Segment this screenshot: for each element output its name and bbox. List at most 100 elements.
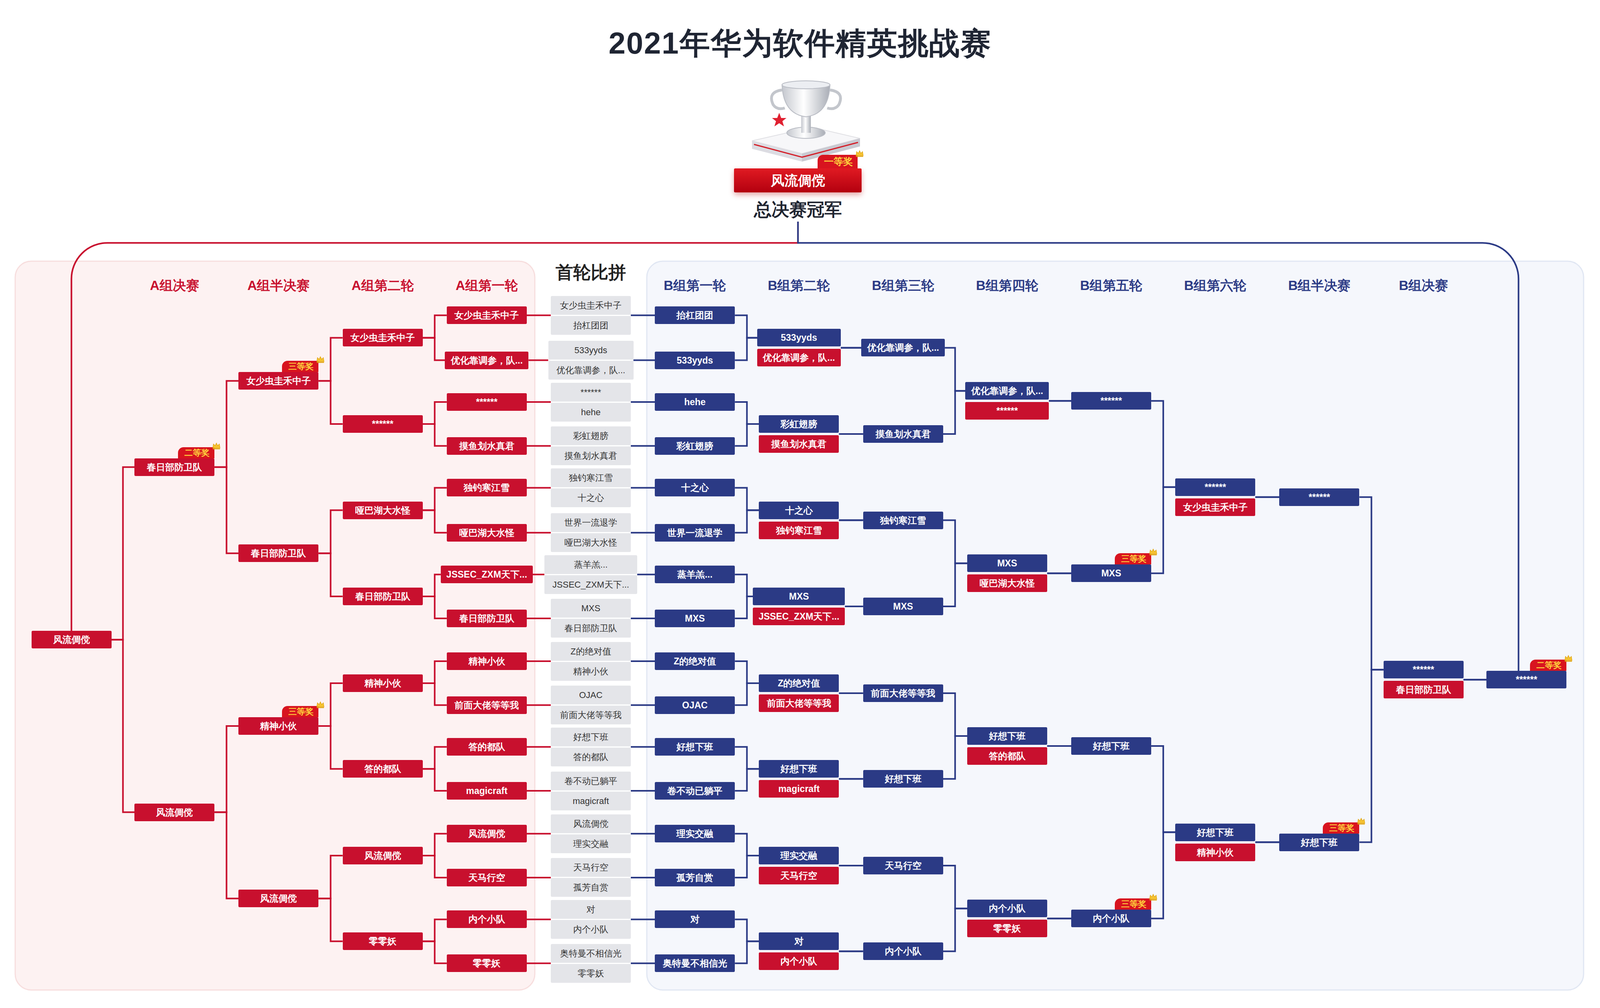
pairing-box: 好想下班答的都队 xyxy=(550,727,631,767)
match-box: magicraft xyxy=(758,780,839,798)
team-name: MXS xyxy=(789,587,810,606)
match-box: 风流倜傥 xyxy=(134,803,215,822)
match-box: 533yyds xyxy=(654,351,735,370)
crown-icon xyxy=(316,701,325,709)
bracket-line xyxy=(526,918,551,920)
team-name: JSSEC_ZXM天下... xyxy=(758,607,840,626)
bracket-line xyxy=(318,553,343,597)
match-box: 精神小伙 xyxy=(446,652,527,670)
bracket-line xyxy=(526,660,551,662)
match-box: 三等奖好想下班 xyxy=(1279,833,1360,852)
match-box: 答的都队 xyxy=(342,760,423,778)
bracket-line xyxy=(422,661,447,684)
match-box: 前面大佬等等我 xyxy=(758,694,839,712)
team-name: 533yyds xyxy=(780,328,818,347)
pairing-box: 533yyds优化靠调参，队... xyxy=(548,340,634,380)
crown-icon xyxy=(1356,817,1366,825)
bracket-line xyxy=(734,919,759,942)
match-box: 三等奖女少虫圭禾中子 xyxy=(238,372,319,390)
match-box: 风流倜傥 xyxy=(342,846,423,865)
team-name: 彩虹翅膀 xyxy=(676,437,714,455)
bracket-line xyxy=(838,692,863,694)
bracket-line xyxy=(840,346,862,349)
match-box: 女少虫圭禾中子 xyxy=(1175,498,1256,516)
bracket-line xyxy=(734,941,759,964)
match-box: 春日部防卫队 xyxy=(342,587,423,606)
team-name: 理实交融 xyxy=(780,846,818,865)
team-name: JSSEC_ZXM天下... xyxy=(446,565,528,584)
match-box: 好想下班 xyxy=(654,738,735,756)
round-header: B组半决赛 xyxy=(1288,276,1351,295)
bracket-line xyxy=(734,661,759,684)
match-box: 二等奖****** xyxy=(1486,670,1567,689)
bracket-line xyxy=(630,532,655,534)
pairing-box: 风流倜傥理实交融 xyxy=(550,814,631,854)
team-name: 独钓寒江雪 xyxy=(776,521,822,540)
team-name: 摸鱼划水真君 xyxy=(771,435,827,453)
match-box: 优化靠调参，队... xyxy=(965,382,1049,400)
pairing-box: OJAC前面大佬等等我 xyxy=(550,685,631,725)
team-name: 世界一流退学 xyxy=(667,524,723,542)
match-box: 内个小队 xyxy=(446,910,527,928)
match-box: MXS xyxy=(967,554,1048,572)
bracket-line xyxy=(630,314,655,316)
team-name: 精神小伙 xyxy=(550,662,631,681)
match-box: 答的都队 xyxy=(967,747,1048,765)
match-box: 女少虫圭禾中子 xyxy=(446,306,527,324)
bracket-line xyxy=(943,520,968,564)
team-name: Z的绝对值 xyxy=(777,674,820,692)
match-box: 卷不动已躺平 xyxy=(654,782,735,800)
team-name: 独钓寒江雪 xyxy=(880,511,926,530)
bracket-line xyxy=(1151,746,1176,833)
bracket-line xyxy=(734,768,759,791)
pairing-box: 天马行空孤芳自赏 xyxy=(550,858,631,897)
bracket-line xyxy=(1359,669,1384,842)
bracket-line xyxy=(526,532,551,534)
match-box: 对 xyxy=(758,932,839,950)
team-name: OJAC xyxy=(550,685,631,705)
team-name: 好想下班 xyxy=(1300,833,1338,852)
match-box: 风流倜傥 xyxy=(31,630,112,649)
pairing-box: MXS春日部防卫队 xyxy=(550,598,631,638)
bracket-line xyxy=(1463,678,1487,681)
bracket-line xyxy=(318,510,343,554)
match-box: 理实交融 xyxy=(758,846,839,865)
bracket-line xyxy=(528,359,548,362)
bracket-line xyxy=(838,519,863,522)
match-box: 精神小伙 xyxy=(1175,843,1256,862)
team-name: 前面大佬等等我 xyxy=(454,696,519,714)
bracket-line xyxy=(734,596,753,619)
match-box: 哑巴湖大水怪 xyxy=(446,524,527,542)
round-header: B组第四轮 xyxy=(976,276,1039,295)
bracket-line xyxy=(422,855,447,878)
bracket-line xyxy=(838,864,863,867)
bracket-line xyxy=(1047,572,1072,574)
bracket-line xyxy=(943,693,968,736)
match-box: 理实交融 xyxy=(654,824,735,843)
match-box: 前面大佬等等我 xyxy=(863,684,944,702)
match-box: ****** xyxy=(1383,660,1464,679)
team-name: OJAC xyxy=(682,696,708,714)
pairing-box: 彩虹翅膀摸鱼划水真君 xyxy=(550,426,631,466)
team-name: 精神小伙 xyxy=(260,717,297,735)
bracket-line xyxy=(526,401,551,403)
match-box: Z的绝对值 xyxy=(654,652,735,670)
bracket-line xyxy=(526,704,551,706)
match-box: MXS xyxy=(863,597,944,616)
match-box: JSSEC_ZXM天下... xyxy=(440,565,533,584)
pairing-box: 奥特曼不相信光零零妖 xyxy=(550,944,631,983)
team-name: 答的都队 xyxy=(468,738,506,756)
team-name: 女少虫圭禾中子 xyxy=(246,372,311,390)
team-name: ****** xyxy=(1308,488,1331,506)
bracket-line xyxy=(214,726,239,813)
team-name: 奥特曼不相信光 xyxy=(662,954,728,972)
team-name: 天马行空 xyxy=(884,856,922,875)
team-name: 卷不动已躺平 xyxy=(550,771,631,791)
match-box: MXS xyxy=(752,587,845,606)
match-box: 三等奖精神小伙 xyxy=(238,717,319,735)
match-box: 独钓寒江雪 xyxy=(446,478,527,497)
crown-icon xyxy=(316,356,325,364)
team-name: 零零妖 xyxy=(993,919,1021,938)
team-name: 哑巴湖大水怪 xyxy=(459,524,515,542)
crown-icon xyxy=(1148,893,1158,901)
